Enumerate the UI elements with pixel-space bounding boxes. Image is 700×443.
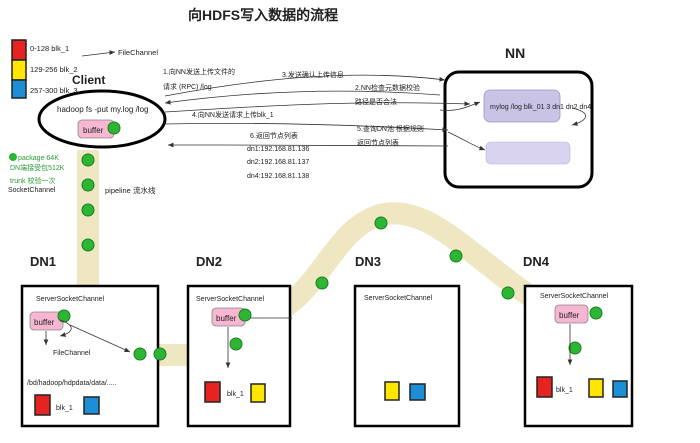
packet-dot — [568, 341, 582, 355]
dn3-block-yellow — [384, 381, 400, 401]
dn4-block-yellow — [588, 378, 604, 398]
step-5-line1: 5.查询DN池 根据规则 — [357, 124, 424, 133]
step-6: 6.返回节点列表 — [250, 131, 298, 140]
nn-metadata: mylog /log blk_01 3 dn1 dn2 dn4 — [490, 104, 591, 111]
node-ip-dn4: dn4:192.168.81.138 — [247, 173, 309, 180]
step-4: 4.向NN发送请求上传blk_1 — [192, 110, 274, 119]
dn1-blk: blk_1 — [56, 405, 73, 412]
dn4-buffer-label: buffer — [559, 311, 580, 320]
dn1-path: /bd/hadoop/hdpdata/data/..... — [27, 380, 117, 387]
dn3-block-blue — [409, 383, 426, 401]
packet-dot — [81, 178, 95, 192]
datanode-dn2: ServerSocketChannel buffer blk_1 — [186, 284, 292, 428]
diagram-title: 向HDFS写入数据的流程 — [188, 7, 338, 23]
packet-dot — [449, 249, 463, 263]
dn2-blk: blk_1 — [227, 391, 244, 398]
packet-dot — [9, 153, 17, 161]
rpc-arrows — [164, 74, 486, 151]
datanode-dn4: ServerSocketChannel buffer blk_1 — [523, 284, 634, 428]
packet-dot — [229, 337, 243, 351]
note-trunk: trunk 校验一次 — [10, 176, 56, 185]
pipeline-label: pipeline 流水线 — [105, 185, 156, 195]
client-buffer-label: buffer — [83, 126, 104, 135]
dn1-filechannel: FileChannel — [53, 350, 91, 357]
step-1-line2: 请求 (RPC) /log — [163, 82, 212, 91]
dn2-serversocket: ServerSocketChannel — [196, 296, 265, 303]
note-package: package 64K — [18, 155, 59, 162]
packet-dot — [81, 238, 95, 252]
packet-dot — [133, 347, 147, 361]
step-2-line1: 2.NN检查元数据校验 — [355, 83, 420, 92]
dn1-block-red — [34, 394, 51, 416]
block-2-label: 129-256 blk_2 — [30, 65, 78, 74]
packet-dot — [589, 306, 603, 320]
dn4-serversocket: ServerSocketChannel — [540, 293, 609, 300]
client-command: hadoop fs -put my.log /log — [57, 105, 148, 114]
node-ip-dn2: dn2:192.168.81.137 — [247, 159, 309, 166]
block-yellow — [11, 59, 27, 81]
step-1-line1: 1.向NN发送上传文件的 — [163, 67, 235, 76]
dn2-buffer-label: buffer — [216, 314, 237, 323]
packet-dot — [107, 121, 121, 135]
datanode-dn3: ServerSocketChannel — [353, 284, 461, 428]
note-dn-receive: DN端接受包512K — [10, 163, 65, 172]
dn3-title: DN3 — [355, 254, 381, 269]
packet-dot — [81, 203, 95, 217]
nn-title: NN — [505, 45, 525, 61]
step-2-line2: 路径是否合法 — [355, 97, 397, 106]
block-blue — [11, 79, 27, 99]
step-3: 3.发送确认上传信息 — [282, 70, 344, 79]
packet-dot — [81, 153, 95, 167]
block-legend: 0-128 blk_1 129-256 blk_2 257-300 blk_3 — [11, 39, 78, 99]
nn-box — [443, 70, 594, 189]
dn4-title: DN4 — [523, 254, 550, 269]
dn1-buffer-label: buffer — [34, 318, 55, 327]
packet-dot — [153, 347, 167, 361]
client-title: Client — [72, 73, 105, 87]
block-3-label: 257-300 blk_3 — [30, 86, 78, 95]
dn2-block-red — [204, 381, 221, 403]
node-ip-dn1: dn1:192.168.81.136 — [247, 146, 309, 153]
dn2-block-yellow — [250, 383, 266, 403]
block-red — [11, 39, 27, 61]
nn-metadata-block — [483, 89, 561, 123]
client-ellipse — [37, 89, 167, 149]
dn3-serversocket: ServerSocketChannel — [364, 295, 433, 302]
nn-dn-pool — [485, 141, 571, 165]
dn1-title: DN1 — [30, 254, 56, 269]
block-1-label: 0-128 blk_1 — [30, 44, 69, 53]
dn4-buffer — [554, 304, 589, 324]
step-5-line2: 返回节点列表 — [357, 138, 399, 147]
dn2-title: DN2 — [196, 254, 222, 269]
packet-dot — [57, 309, 71, 323]
dn4-blk: blk_1 — [556, 387, 573, 394]
dn1-block-blue — [83, 396, 100, 415]
dn1-serversocket: ServerSocketChannel — [36, 296, 105, 303]
packet-dot — [238, 308, 252, 322]
packet-dot — [315, 276, 329, 290]
packet-dot — [501, 286, 515, 300]
dn4-block-blue — [612, 380, 628, 398]
client-filechannel-label: FileChannel — [118, 48, 158, 57]
packet-dot — [374, 216, 388, 230]
client-socketchannel-label: SocketChannel — [8, 187, 56, 194]
dn4-block-red — [536, 376, 553, 398]
